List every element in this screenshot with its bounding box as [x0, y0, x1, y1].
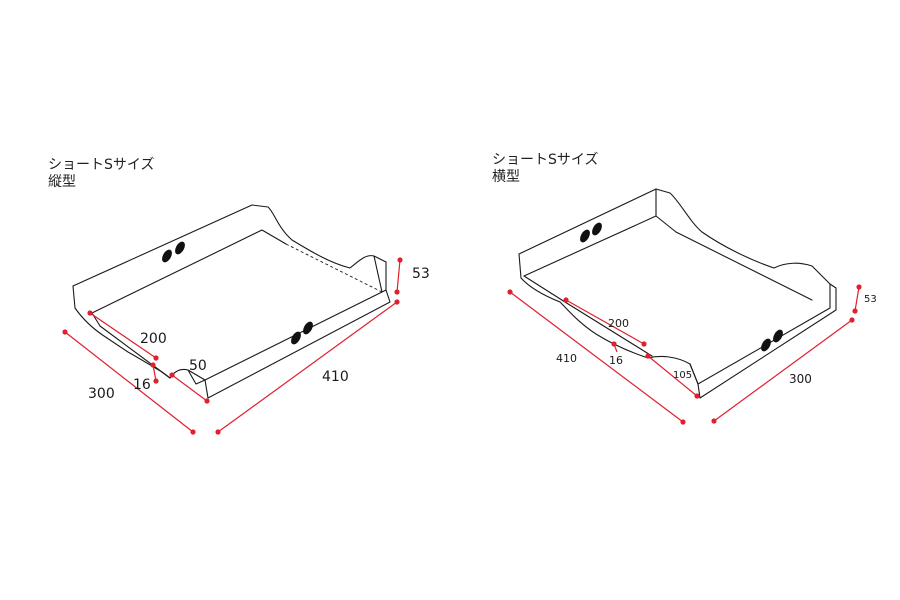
left-dim-200-end-a [87, 310, 93, 316]
right-dim-410-end-b [680, 419, 686, 425]
right-left-wall-vertical [518, 253, 522, 279]
left-dim-200-end-b [153, 355, 159, 361]
left-dim-53 [396, 259, 401, 293]
right-dim-300-end-b [849, 317, 855, 323]
left-back-right-profile [251, 204, 387, 269]
right-title: ショートSサイズ 横型 [492, 152, 598, 186]
left-floor-line [99, 325, 171, 379]
right-label-53: 53 [864, 294, 877, 305]
right-dim-410-end-a [507, 289, 513, 295]
right-dim-105 [647, 355, 698, 397]
left-back-wall-top [72, 204, 253, 287]
left-dim-16 [152, 364, 157, 382]
right-front-hole-1 [761, 338, 771, 352]
left-label-410: 410 [322, 369, 349, 385]
left-front-wall-profile [74, 307, 206, 381]
left-dim-50-end-b [204, 398, 210, 404]
right-back-hole-2 [592, 222, 602, 236]
left-left-wall-vertical [72, 285, 76, 309]
right-label-200: 200 [608, 317, 629, 330]
left-title: ショートSサイズ 縦型 [48, 157, 154, 191]
left-dim-53-end-a [397, 257, 403, 263]
left-front-top-inner [187, 369, 206, 385]
right-dim-53-end-a [856, 284, 862, 290]
left-dim-16-end-b [153, 378, 159, 384]
right-front-hole-2 [773, 329, 783, 343]
right-dim-105-end-a [645, 353, 651, 359]
right-front-face [697, 283, 837, 399]
right-dim-200-end-a [563, 297, 569, 303]
left-label-200: 200 [140, 331, 167, 347]
right-back-right-profile [655, 188, 831, 285]
left-tray-drawing: 300 410 53 200 50 16 [62, 204, 430, 435]
left-front-hole-1 [291, 331, 301, 345]
left-dim-50 [171, 374, 208, 402]
left-title-type: 縦型 [48, 174, 76, 190]
right-label-105: 105 [673, 370, 692, 381]
right-label-410: 410 [556, 352, 577, 365]
left-dim-410 [217, 301, 398, 433]
left-back-hole-2 [175, 241, 185, 255]
left-label-16: 16 [133, 377, 151, 393]
left-dim-53-end-b [394, 289, 400, 295]
left-right-wall-edge [373, 255, 383, 293]
right-dim-200 [565, 299, 645, 345]
left-dim-300-end-a [62, 329, 68, 335]
right-floor-line-2 [675, 231, 813, 301]
left-inner-back-edge [91, 229, 287, 314]
right-title-size: ショートSサイズ [492, 152, 599, 168]
left-title-size: ショートSサイズ [48, 157, 155, 173]
right-dim-300 [713, 319, 853, 422]
left-label-50: 50 [189, 358, 207, 374]
right-label-16: 16 [609, 354, 623, 367]
right-dim-105-end-b [694, 393, 700, 399]
right-title-type: 横型 [492, 169, 520, 185]
right-dim-200-end-b [641, 341, 647, 347]
left-dim-300-end-b [190, 429, 196, 435]
right-dim-16-end-a [611, 341, 617, 347]
left-dim-50-end-a [169, 372, 175, 378]
left-hidden-floor-edge [285, 243, 383, 293]
left-dim-16-end-a [150, 362, 156, 368]
left-label-300: 300 [88, 386, 115, 402]
left-dim-410-end-b [394, 299, 400, 305]
left-label-53: 53 [412, 266, 430, 282]
right-label-300: 300 [789, 372, 812, 386]
right-tray-drawing: 410 300 53 200 16 105 [507, 188, 877, 425]
right-back-wall-top [518, 188, 657, 255]
left-front-face [204, 289, 391, 399]
left-dim-410-end-a [215, 429, 221, 435]
left-dim-300 [64, 331, 194, 433]
right-dim-300-end-a [711, 418, 717, 424]
left-front-hole-2 [303, 321, 313, 335]
left-dim-200 [89, 312, 157, 359]
left-back-hole-1 [162, 249, 172, 263]
right-dim-53-end-b [852, 308, 858, 314]
right-dim-53 [854, 286, 860, 312]
right-back-hole-1 [580, 229, 590, 243]
right-front-wall-profile [520, 277, 699, 385]
right-floor-line [523, 275, 653, 357]
right-dim-410 [509, 291, 684, 423]
right-front-top-inner [689, 363, 699, 385]
